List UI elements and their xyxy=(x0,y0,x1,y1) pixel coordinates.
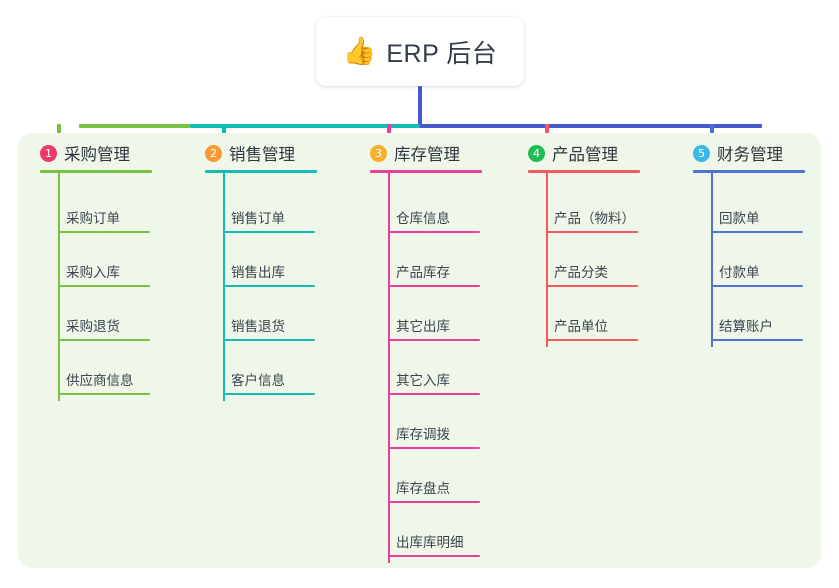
leaf-item-underline xyxy=(388,555,480,557)
leaf-item[interactable]: 库存调拨 xyxy=(388,423,480,449)
leaf-item-label: 库存调拨 xyxy=(396,427,450,442)
column-badge-4: 4 xyxy=(528,144,545,162)
leaf-item-label: 付款单 xyxy=(719,265,760,280)
leaf-item-label: 产品单位 xyxy=(554,319,608,334)
leaf-item-label: 结算账户 xyxy=(719,319,773,334)
leaf-item-underline xyxy=(711,285,803,287)
leaf-item[interactable]: 仓库信息 xyxy=(388,207,480,233)
leaf-item-underline xyxy=(388,501,480,503)
column-underline xyxy=(693,170,805,173)
column-underline xyxy=(205,170,317,173)
leaf-item[interactable]: 采购订单 xyxy=(58,207,150,233)
leaf-item-underline xyxy=(58,393,150,395)
column-header-财务管理[interactable]: 5 财务管理 xyxy=(693,141,783,165)
leaf-item-label: 销售退货 xyxy=(231,319,285,334)
leaf-item-underline xyxy=(58,285,150,287)
thumbs-up-icon: 👍 xyxy=(342,36,377,66)
leaf-item[interactable]: 产品（物料） xyxy=(546,207,638,233)
leaf-item-underline xyxy=(711,231,803,233)
leaf-item-label: 产品分类 xyxy=(554,265,608,280)
leaf-item[interactable]: 库存盘点 xyxy=(388,477,480,503)
leaf-item-underline xyxy=(546,285,638,287)
connector-segment-blue xyxy=(420,124,762,128)
column-header-产品管理[interactable]: 4 产品管理 xyxy=(528,141,618,165)
leaf-item-underline xyxy=(546,231,638,233)
leaf-item-label: 采购订单 xyxy=(66,211,120,226)
leaf-item-underline xyxy=(388,393,480,395)
trunk-line xyxy=(418,86,422,128)
leaf-item-label: 其它入库 xyxy=(396,373,450,388)
leaf-item-label: 回款单 xyxy=(719,211,760,226)
leaf-item-underline xyxy=(388,447,480,449)
leaf-item[interactable]: 客户信息 xyxy=(223,369,315,395)
column-badge-3: 3 xyxy=(370,144,387,162)
connector-segment-teal xyxy=(190,124,420,128)
leaf-item[interactable]: 其它入库 xyxy=(388,369,480,395)
leaf-item-underline xyxy=(388,231,480,233)
connector-segment-green xyxy=(79,124,190,128)
column-badge-5: 5 xyxy=(693,144,710,162)
leaf-item[interactable]: 供应商信息 xyxy=(58,369,150,395)
leaf-item-underline xyxy=(711,339,803,341)
column-underline xyxy=(40,170,152,173)
column-badge-1: 1 xyxy=(40,144,57,162)
leaf-item[interactable]: 采购入库 xyxy=(58,261,150,287)
leaf-item-underline xyxy=(58,231,150,233)
leaf-item-underline xyxy=(223,285,315,287)
leaf-item-label: 出库库明细 xyxy=(396,535,464,550)
column-title: 销售管理 xyxy=(229,146,295,164)
column-title: 库存管理 xyxy=(394,146,460,164)
root-node-card[interactable]: 👍 ERP 后台 xyxy=(316,17,524,86)
leaf-item[interactable]: 回款单 xyxy=(711,207,803,233)
leaf-item-label: 销售出库 xyxy=(231,265,285,280)
leaf-item-label: 销售订单 xyxy=(231,211,285,226)
leaf-item[interactable]: 产品分类 xyxy=(546,261,638,287)
column-title: 采购管理 xyxy=(64,146,130,164)
leaf-item[interactable]: 出库库明细 xyxy=(388,531,480,557)
leaf-item[interactable]: 销售退货 xyxy=(223,315,315,341)
leaf-item[interactable]: 销售订单 xyxy=(223,207,315,233)
column-stem xyxy=(546,173,548,347)
leaf-item-label: 采购退货 xyxy=(66,319,120,334)
column-underline xyxy=(528,170,640,173)
leaf-item-label: 库存盘点 xyxy=(396,481,450,496)
leaf-item-label: 供应商信息 xyxy=(66,373,134,388)
leaf-item[interactable]: 其它出库 xyxy=(388,315,480,341)
root-node-title: ERP 后台 xyxy=(386,39,498,68)
leaf-item-label: 产品（物料） xyxy=(554,211,635,226)
leaf-item-label: 产品库存 xyxy=(396,265,450,280)
leaf-item-underline xyxy=(58,339,150,341)
leaf-item-underline xyxy=(388,285,480,287)
leaf-item[interactable]: 产品库存 xyxy=(388,261,480,287)
leaf-item-label: 其它出库 xyxy=(396,319,450,334)
leaf-item[interactable]: 销售出库 xyxy=(223,261,315,287)
column-stem xyxy=(58,173,60,401)
column-underline xyxy=(370,170,482,173)
column-badge-2: 2 xyxy=(205,144,222,162)
leaf-item-underline xyxy=(546,339,638,341)
leaf-item-underline xyxy=(223,339,315,341)
leaf-item-label: 仓库信息 xyxy=(396,211,450,226)
leaf-item[interactable]: 采购退货 xyxy=(58,315,150,341)
column-stem xyxy=(388,173,390,563)
leaf-item-label: 客户信息 xyxy=(231,373,285,388)
column-stem xyxy=(223,173,225,401)
column-header-销售管理[interactable]: 2 销售管理 xyxy=(205,141,295,165)
leaf-item[interactable]: 结算账户 xyxy=(711,315,803,341)
branches-panel xyxy=(18,133,821,568)
leaf-item-underline xyxy=(223,231,315,233)
leaf-item[interactable]: 产品单位 xyxy=(546,315,638,341)
column-stem xyxy=(711,173,713,347)
column-header-库存管理[interactable]: 3 库存管理 xyxy=(370,141,460,165)
column-title: 财务管理 xyxy=(717,146,783,164)
column-title: 产品管理 xyxy=(552,146,618,164)
column-header-采购管理[interactable]: 1 采购管理 xyxy=(40,141,130,165)
leaf-item-underline xyxy=(388,339,480,341)
leaf-item-underline xyxy=(223,393,315,395)
leaf-item[interactable]: 付款单 xyxy=(711,261,803,287)
leaf-item-label: 采购入库 xyxy=(66,265,120,280)
